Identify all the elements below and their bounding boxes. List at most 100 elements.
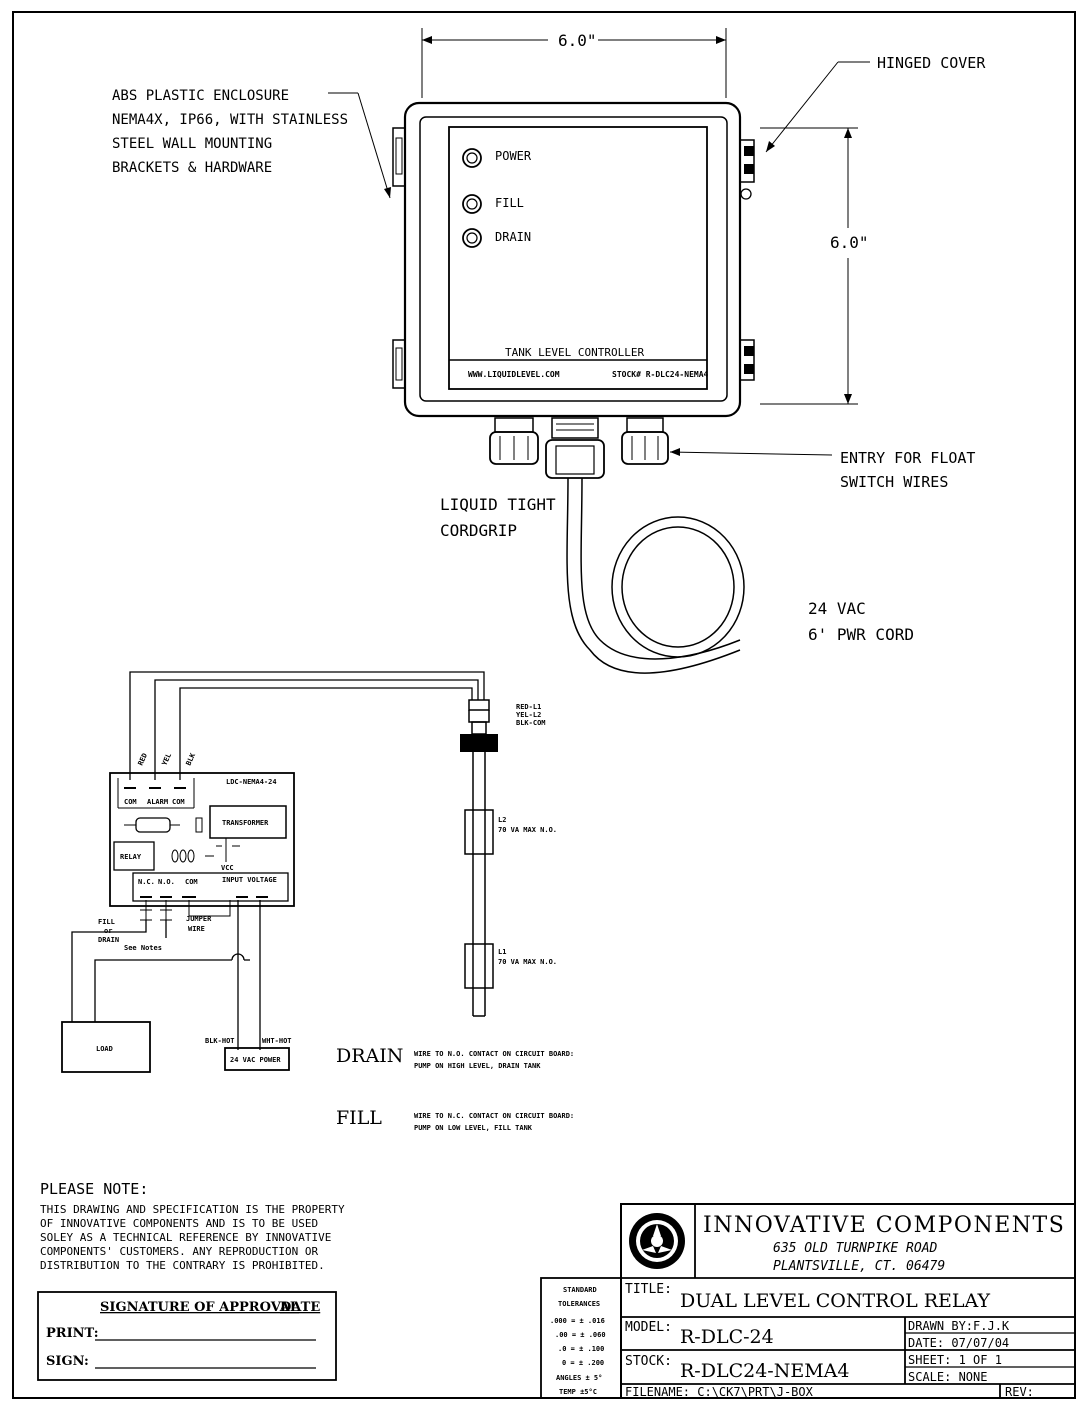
revision: REV:: [1005, 1385, 1034, 1399]
led-power-label: POWER: [495, 149, 532, 163]
float-entry-line-2: SWITCH WIRES: [840, 473, 948, 491]
print-label: PRINT:: [46, 1326, 99, 1341]
switch-l1: L1: [498, 948, 506, 956]
enclosure-note-4: BRACKETS & HARDWARE: [112, 160, 272, 176]
tolerance-row-4: 0 = ± .200: [562, 1359, 604, 1367]
fill-note-label: FILL: [336, 1107, 382, 1129]
led-fill-label: FILL: [495, 196, 524, 210]
wire-blk-label: BLK: [185, 751, 198, 767]
jumper-label-1: JUMPER: [186, 915, 212, 923]
approval-heading: SIGNATURE OF APPROVAL: [100, 1300, 299, 1315]
model-value: R-DLC-24: [680, 1326, 774, 1348]
company-address-2: PLANTSVILLE, CT. 06479: [773, 1259, 945, 1274]
relay-label: RELAY: [120, 853, 142, 861]
board-term-nc: N.C.: [138, 878, 155, 886]
led-drain-label: DRAIN: [495, 230, 531, 244]
jumper-label-2: WIRE: [188, 925, 205, 933]
drain-note-line-1: WIRE TO N.O. CONTACT ON CIRCUIT BOARD:: [414, 1050, 574, 1058]
company-logo: [629, 1213, 685, 1269]
board-term-no: N.O.: [158, 878, 175, 886]
fill-drain-3: DRAIN: [98, 936, 119, 944]
title-value: DUAL LEVEL CONTROL RELAY: [680, 1290, 990, 1312]
width-dimension: 6.0": [558, 31, 597, 50]
tolerance-row-3: .0 = ± .100: [558, 1345, 604, 1353]
please-note-title: PLEASE NOTE:: [40, 1180, 148, 1198]
tolerances-title-2: TOLERANCES: [558, 1300, 600, 1308]
board-name: LDC-NEMA4-24: [226, 778, 277, 786]
tolerance-row-1: .000 = ± .016: [550, 1317, 605, 1325]
enclosure-note-2: NEMA4X, IP66, WITH STAINLESS: [112, 112, 348, 128]
company-name: INNOVATIVE COMPONENTS: [703, 1213, 1065, 1238]
board-term-com: COM: [185, 878, 198, 886]
please-note-line-3: SOLEY AS A TECHNICAL REFERENCE BY INNOVA…: [40, 1231, 331, 1244]
drain-note-label: DRAIN: [336, 1045, 403, 1067]
approval-box: [37, 1291, 337, 1381]
company-address-1: 635 OLD TURNPIKE ROAD: [773, 1241, 938, 1256]
panel-url: WWW.LIQUIDLEVEL.COM: [468, 370, 560, 379]
power-cord: [566, 477, 745, 674]
enclosure-note-3: STEEL WALL MOUNTING: [112, 136, 272, 152]
vcc-label: VCC: [221, 864, 234, 872]
float-lead-1: RED-L1: [516, 703, 541, 711]
drawing-scale: SCALE: NONE: [908, 1370, 987, 1384]
approval-date-heading: DATE: [280, 1300, 320, 1315]
led-indicators: [462, 148, 482, 248]
switch-l1-rating: 70 VA MAX N.O.: [498, 958, 557, 966]
switch-l2-rating: 70 VA MAX N.O.: [498, 826, 557, 834]
enclosure-note-1: ABS PLASTIC ENCLOSURE: [112, 88, 289, 104]
fill-note-line-1: WIRE TO N.C. CONTACT ON CIRCUIT BOARD:: [414, 1112, 574, 1120]
sheet-border: [12, 11, 1076, 1399]
cable-glands: [489, 417, 669, 479]
float-lead-3: BLK-COM: [516, 719, 546, 727]
wiring-lines: [61, 671, 498, 1073]
power-cord-line-1: 24 VAC: [808, 599, 866, 618]
tolerance-row-5: ANGLES ± 5°: [556, 1374, 602, 1382]
transformer-label: TRANSFORMER: [222, 819, 269, 827]
hinged-cover-label: HINGED COVER: [877, 54, 986, 72]
board-term-input-voltage: INPUT VOLTAGE: [222, 876, 277, 884]
wire-yel-label: YEL: [161, 752, 174, 767]
please-note-line-2: OF INNOVATIVE COMPONENTS AND IS TO BE US…: [40, 1217, 318, 1230]
cordgrip-line-1: LIQUID TIGHT: [440, 495, 556, 514]
load-label: LOAD: [96, 1045, 113, 1053]
please-note-line-4: COMPONENTS' CUSTOMERS. ANY REPRODUCTION …: [40, 1245, 319, 1258]
see-notes-label: See Notes: [124, 944, 162, 952]
board-term-com-2: COM: [172, 798, 185, 806]
enclosure: [392, 101, 755, 418]
please-note-line-5: DISTRIBUTION TO THE CONTRARY IS PROHIBIT…: [40, 1259, 325, 1272]
cordgrip-line-2: CORDGRIP: [440, 521, 517, 540]
height-dimension: 6.0": [830, 233, 869, 252]
tolerances-title-1: STANDARD: [563, 1286, 597, 1294]
hot-label-1: BLK-HOT: [205, 1037, 235, 1045]
switch-l2: L2: [498, 816, 506, 824]
wire-red-label: RED: [137, 752, 150, 767]
title-label: TITLE:: [625, 1282, 672, 1297]
please-note-line-1: THIS DRAWING AND SPECIFICATION IS THE PR…: [40, 1203, 345, 1216]
fill-drain-2: or: [104, 927, 112, 935]
tolerance-row-2: .00 = ± .060: [555, 1331, 606, 1339]
power-cord-line-2: 6' PWR CORD: [808, 625, 914, 644]
fill-note-line-2: PUMP ON LOW LEVEL, FILL TANK: [414, 1124, 533, 1132]
board-term-alarm: ALARM: [147, 798, 168, 806]
drawn-by: DRAWN BY:F.J.K: [908, 1319, 1010, 1333]
float-entry-line-1: ENTRY FOR FLOAT: [840, 449, 975, 467]
sign-label: SIGN:: [46, 1354, 89, 1369]
drawing-date: DATE: 07/07/04: [908, 1336, 1009, 1350]
title-block-frame: [620, 1203, 1076, 1399]
sheet-number: SHEET: 1 OF 1: [908, 1353, 1002, 1367]
panel-title: TANK LEVEL CONTROLLER: [505, 346, 644, 359]
panel-stock: STOCK# R-DLC24-NEMA4: [612, 370, 709, 379]
model-label: MODEL:: [625, 1320, 672, 1335]
hot-label-2: WHT-HOT: [262, 1037, 292, 1045]
leaders: [328, 61, 870, 456]
float-lead-2: YEL-L2: [516, 711, 541, 719]
filename: FILENAME: C:\CK7\PRT\J-BOX: [625, 1385, 814, 1399]
dimension-lines: [421, 28, 858, 405]
fill-drain-1: FILL: [98, 918, 115, 926]
stock-label: STOCK:: [625, 1354, 672, 1369]
stock-value: R-DLC24-NEMA4: [680, 1360, 849, 1382]
power-supply-label: 24 VAC POWER: [230, 1056, 281, 1064]
tolerance-row-6: TEMP ±5°C: [559, 1388, 597, 1396]
